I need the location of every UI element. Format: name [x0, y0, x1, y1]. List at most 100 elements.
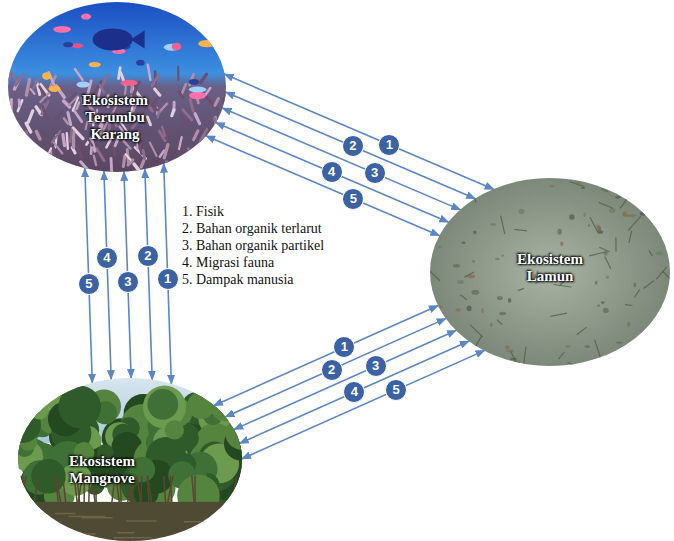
seagrass-blade [620, 197, 628, 209]
double-arrow [224, 74, 495, 190]
fish [81, 14, 91, 20]
coral-branch [8, 113, 9, 120]
photo-group [8, 2, 226, 172]
seagrass-ground [430, 178, 670, 366]
sediment-speck [508, 298, 511, 303]
sediment-speck [464, 201, 469, 204]
seagrass-blade [629, 231, 632, 243]
photo-group [18, 378, 242, 541]
fish [120, 80, 137, 86]
sediment-speck [615, 196, 621, 199]
ecosystem-node: Ekosistem Terumbu Karang [8, 2, 226, 172]
sediment-speck [581, 187, 585, 189]
fish [93, 28, 133, 50]
coral-branch [134, 164, 140, 171]
sediment-speck [444, 207, 447, 210]
water-ripple [184, 521, 219, 523]
coral-branch [18, 100, 22, 111]
ecosystem-photo [8, 2, 226, 172]
sediment-speck [644, 362, 647, 365]
callout-number: 1 [333, 336, 355, 358]
seagrass-blade [472, 188, 476, 202]
coral-branch [43, 107, 48, 121]
seagrass-blade [465, 272, 474, 277]
sediment-speck [497, 296, 503, 300]
coral-branch [153, 105, 158, 110]
coral-branch [183, 110, 192, 120]
coral-branch [66, 133, 69, 149]
coral-branch [9, 100, 12, 115]
fish [53, 26, 71, 33]
seagrass-blade [475, 336, 482, 348]
coral-branch [24, 153, 27, 159]
coral-branch [167, 162, 169, 171]
seagrass-blade [498, 184, 505, 186]
node-title: Ekosistem Mangrove [59, 453, 145, 487]
coral-branch [33, 78, 39, 88]
sediment-speck [490, 323, 492, 327]
fish-tail [131, 30, 145, 48]
coral-branch [148, 65, 151, 80]
ecosystem-node: Ekosistem Mangrove [18, 378, 242, 541]
coral-branch [26, 131, 29, 145]
coral-branch [31, 89, 35, 94]
callout-number: 5 [385, 379, 407, 401]
coral-branch [147, 117, 150, 125]
mangrove-foliage [30, 400, 49, 419]
seagrass-blade [550, 313, 567, 316]
sediment-speck [642, 194, 649, 198]
coral-branch [181, 144, 184, 151]
sediment-speck [633, 282, 636, 287]
fish [89, 62, 101, 67]
mangrove-root [232, 476, 237, 509]
seagrass-blade [656, 267, 666, 279]
coral-branch [26, 80, 29, 96]
sediment-speck [669, 361, 670, 366]
seagrass-blade [430, 179, 437, 190]
sediment-speck [457, 280, 464, 284]
coral-branch [143, 150, 144, 158]
coral-branch [159, 131, 165, 141]
double-arrow [222, 108, 462, 210]
node-title: Ekosistem Lamun [507, 251, 593, 285]
coral-branch [210, 163, 215, 172]
water-ripple [118, 532, 135, 534]
sediment-speck [513, 360, 520, 366]
water-ripple [221, 526, 242, 528]
sediment-speck [472, 260, 475, 262]
mangrove-foliage [147, 389, 178, 420]
callout-number: 3 [117, 271, 139, 293]
water-ripple [69, 516, 106, 518]
coral-branch [188, 149, 193, 158]
double-arrow [104, 170, 111, 380]
mangrove-root [19, 476, 21, 509]
coral-branch [164, 145, 168, 158]
seagrass-blade [524, 347, 526, 364]
coral-branch [101, 75, 108, 88]
coral-branch [139, 140, 142, 153]
coral-branch [177, 66, 179, 80]
coral-branch [224, 129, 226, 143]
coral-branch [73, 109, 82, 122]
coral-branch [75, 69, 83, 80]
callout-number: 2 [137, 245, 159, 267]
coral-branch [52, 148, 55, 161]
coral-branch [63, 135, 65, 146]
coral-branch [8, 74, 10, 80]
seagrass-blade [461, 295, 467, 300]
sediment-speck [565, 345, 571, 348]
coral-branch [36, 132, 40, 140]
coral-branch [97, 149, 104, 161]
coral-branch [141, 160, 144, 167]
sediment-speck [569, 214, 575, 219]
sediment-speck [461, 355, 465, 359]
seagrass-blade [605, 256, 611, 269]
water-ripple [34, 524, 52, 526]
coral-branch [216, 153, 222, 161]
seagrass-blade [589, 252, 606, 256]
sediment-speck [640, 212, 646, 216]
coral-branch [70, 130, 72, 142]
callout-number: 4 [343, 381, 365, 403]
sediment-speck [560, 241, 563, 246]
